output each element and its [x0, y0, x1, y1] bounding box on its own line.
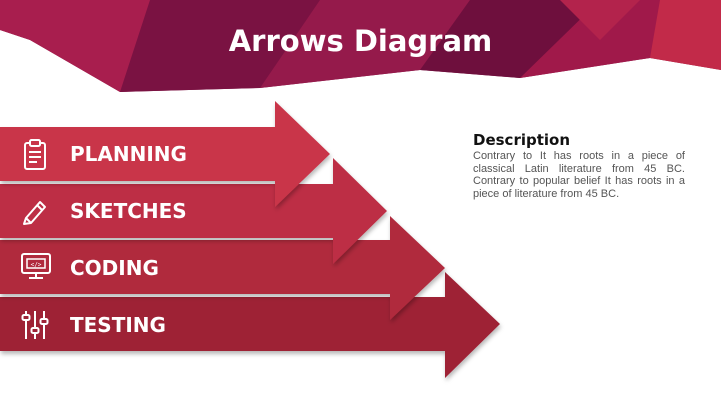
description-title: Description: [473, 131, 571, 149]
banner-shape: [260, 0, 470, 88]
step-label-planning: PLANNING: [70, 142, 187, 166]
header-banner: [0, 0, 721, 92]
sliders-icon: [21, 311, 49, 339]
pencil-icon: [23, 201, 46, 225]
banner-shape: [560, 0, 640, 40]
step-label-testing: TESTING: [70, 313, 166, 337]
banner-shape: [120, 0, 360, 92]
svg-text:</>: </>: [31, 262, 42, 269]
arrow-planning: [0, 101, 330, 207]
page-title: Arrows Diagram: [228, 24, 493, 58]
step-label-sketches: SKETCHES: [70, 199, 187, 223]
banner-shape: [650, 0, 721, 70]
clipboard-icon: [24, 139, 46, 170]
banner-shape: [420, 0, 620, 78]
step-label-coding: CODING: [70, 256, 159, 280]
description-body: Contrary to It has roots in a piece of c…: [473, 150, 685, 200]
arrow-testing: [0, 272, 500, 378]
monitor-code-icon: </>: [21, 253, 51, 279]
